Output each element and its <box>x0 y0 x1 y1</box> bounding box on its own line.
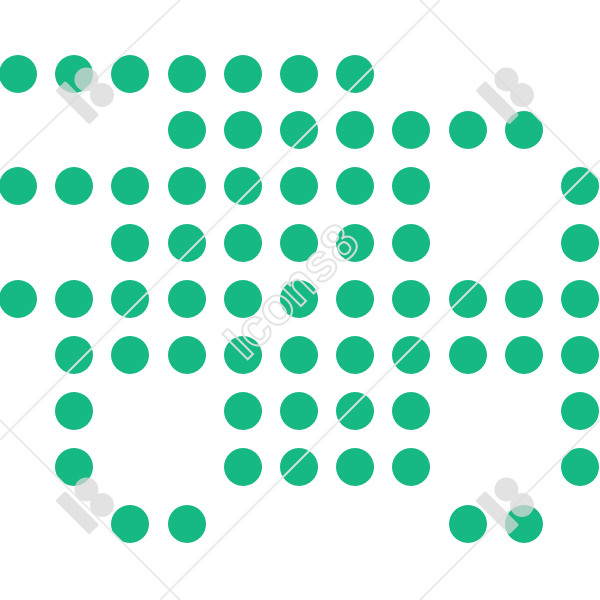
dot <box>561 336 599 374</box>
dot <box>55 448 94 487</box>
dot <box>280 223 318 262</box>
dot <box>167 504 206 543</box>
dot <box>55 279 94 318</box>
dot <box>336 448 375 487</box>
dot <box>0 279 37 318</box>
dot <box>167 336 206 374</box>
dot <box>336 111 375 150</box>
dot <box>561 448 599 487</box>
dot <box>111 55 150 93</box>
dot <box>111 336 150 374</box>
dot <box>0 167 37 206</box>
dot <box>280 279 318 318</box>
dot <box>561 167 599 206</box>
dot <box>0 55 37 93</box>
dot <box>336 279 375 318</box>
dot <box>392 279 431 318</box>
dot <box>223 392 262 431</box>
dot <box>336 336 375 374</box>
dot <box>223 223 262 262</box>
dot <box>504 504 543 543</box>
dot <box>167 55 206 93</box>
dot <box>55 167 94 206</box>
dot <box>111 279 150 318</box>
dot <box>223 336 262 374</box>
dot <box>504 111 543 150</box>
dot <box>561 392 599 431</box>
dot <box>223 448 262 487</box>
dot <box>336 392 375 431</box>
dot <box>392 223 431 262</box>
dot <box>448 279 487 318</box>
dot <box>336 223 375 262</box>
dot <box>167 167 206 206</box>
dot <box>392 167 431 206</box>
dot <box>280 55 318 93</box>
dot <box>111 504 150 543</box>
dot <box>561 223 599 262</box>
dot <box>392 336 431 374</box>
dot <box>392 392 431 431</box>
dot <box>111 167 150 206</box>
dot <box>223 167 262 206</box>
dot <box>55 392 94 431</box>
dot <box>55 336 94 374</box>
dot <box>448 504 487 543</box>
dot <box>223 55 262 93</box>
dot <box>55 55 94 93</box>
dot <box>223 279 262 318</box>
dot <box>336 55 375 93</box>
dot <box>392 111 431 150</box>
dot <box>280 111 318 150</box>
dot <box>504 336 543 374</box>
dot <box>280 448 318 487</box>
dot <box>448 111 487 150</box>
dot <box>167 223 206 262</box>
dot <box>167 279 206 318</box>
dot <box>504 279 543 318</box>
dot <box>280 392 318 431</box>
dot <box>111 223 150 262</box>
dot <box>167 111 206 150</box>
dot <box>280 167 318 206</box>
dot <box>280 336 318 374</box>
dot <box>561 279 599 318</box>
dot <box>223 111 262 150</box>
dot <box>336 167 375 206</box>
dot <box>392 448 431 487</box>
dot <box>448 336 487 374</box>
